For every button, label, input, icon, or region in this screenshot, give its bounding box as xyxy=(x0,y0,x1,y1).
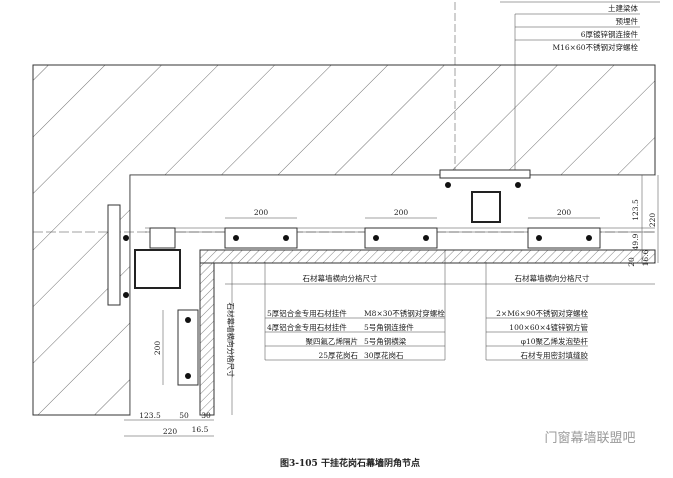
label-table-middle: M8×30不锈钢对穿螺栓 5号角钢连接件 5号角钢横梁 30厚花岗石 xyxy=(362,250,445,361)
callout-bolt: M16×60不锈钢对穿螺栓 xyxy=(552,42,638,52)
label-left-2: 4厚铝合金专用石材挂件 xyxy=(267,322,347,332)
stone-clips xyxy=(123,182,601,386)
label-mid-2: 5号角钢连接件 xyxy=(364,322,414,332)
dim-200-1: 200 xyxy=(254,208,269,217)
vertical-stone-panel xyxy=(199,262,215,416)
dim-200-3: 200 xyxy=(557,208,572,217)
svg-text:16.6: 16.6 xyxy=(641,249,650,266)
dim-200-2: 200 xyxy=(394,208,409,217)
svg-text:123.5: 123.5 xyxy=(631,199,640,221)
bottom-dimensions: 123.5 50 30 16.5 220 xyxy=(124,411,214,437)
right-dimensions: 123.5 220 49.9 16.6 20 xyxy=(627,175,659,267)
svg-text:50: 50 xyxy=(179,411,189,420)
svg-text:16.5: 16.5 xyxy=(192,425,209,434)
label-left-1: 5厚铝合金专用石材挂件 xyxy=(267,308,347,318)
label-left-3: 聚四氟乙烯隔片 xyxy=(306,336,359,346)
svg-text:20: 20 xyxy=(627,257,636,267)
top-dimensions: 200 200 200 xyxy=(225,208,600,219)
svg-text:220: 220 xyxy=(163,427,178,436)
svg-text:30: 30 xyxy=(201,411,211,420)
watermark: 门窗幕墙联盟吧 xyxy=(544,430,635,446)
label-mid-1: M8×30不锈钢对穿螺栓 xyxy=(364,308,445,318)
grid-label-1: 石材幕墙横向分格尺寸 xyxy=(303,273,378,283)
label-mid-4: 30厚花岗石 xyxy=(364,350,404,360)
label-mid-3: 5号角钢横梁 xyxy=(364,336,407,346)
label-right-1: 2×M6×90不锈钢对穿螺栓 xyxy=(496,308,588,318)
label-right-2: 100×60×4镀锌钢方管 xyxy=(509,322,588,332)
svg-text:49.9: 49.9 xyxy=(631,233,640,250)
grid-label-2: 石材幕墙横向分格尺寸 xyxy=(515,273,590,283)
svg-text:123.5: 123.5 xyxy=(139,411,161,420)
svg-text:220: 220 xyxy=(648,213,657,228)
label-left-4: 25厚花岗石 xyxy=(318,350,358,360)
label-table-left: 5厚铝合金专用石材挂件 4厚铝合金专用石材挂件 聚四氟乙烯隔片 25厚花岗石 xyxy=(264,262,362,361)
callout-connector: 6厚镀锌钢连接件 xyxy=(581,29,639,39)
callout-embed: 预埋件 xyxy=(616,16,639,26)
horizontal-stone-panel xyxy=(199,249,656,264)
grid-label-vertical: 石材幕墙横向分格尺寸 xyxy=(226,303,236,378)
label-right-3: φ10聚乙烯发泡垫杆 xyxy=(521,336,589,346)
dim-vertical-200: 200 xyxy=(153,341,162,356)
callout-beam: 土建梁体 xyxy=(608,3,638,13)
label-table-right: 2×M6×90不锈钢对穿螺栓 100×60×4镀锌钢方管 φ10聚乙烯发泡垫杆 … xyxy=(485,262,589,361)
label-right-4: 石材专用密封填缝胶 xyxy=(521,350,589,360)
figure-caption: 图3-105 干挂花岗石幕墙阴角节点 xyxy=(280,457,420,469)
